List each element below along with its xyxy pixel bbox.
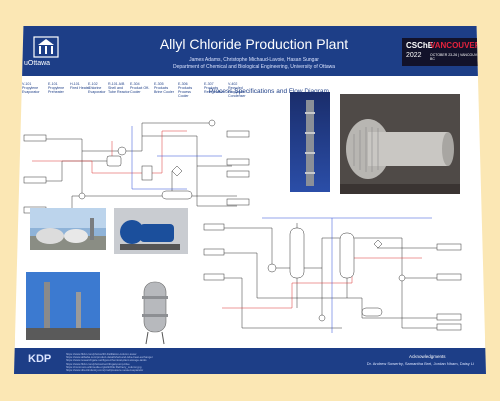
university-logo-icon (28, 33, 64, 63)
equipment-name: Product Off-Cooler (130, 86, 150, 94)
equipment-code: E-304 (130, 82, 140, 86)
reference-item: https://www.flickr.com/photos/centrifuga… (66, 361, 130, 366)
equipment-code: R-101 A/B (108, 82, 125, 86)
conference-dates: OCTOBER 23-26 | VANCOUVER BC (430, 53, 482, 61)
conference-logo: CSChE 2022 VANCOUVER OCTOBER 23-26 | VAN… (402, 38, 482, 66)
distillation-column-photo (290, 92, 330, 192)
acknowledgments-names: Dr. Andrew Sowerby, Samantha Brei, Jorda… (366, 361, 474, 366)
equipment-code: V-402 (228, 82, 238, 86)
refinery-columns-photo (26, 272, 100, 340)
equipment-code: E-101 (48, 82, 58, 86)
pfd-title: Process Specifications and Flow Diagram (209, 88, 329, 95)
poster-authors: James Adams, Christophe Michaud-Lavoie, … (189, 57, 319, 63)
equipment-name: Products Brine Cooler (154, 86, 174, 94)
poster-title: Allyl Chloride Production Plant (159, 36, 349, 52)
lower-process-flow-diagram (203, 217, 462, 333)
upper-process-flow-diagram (23, 119, 250, 214)
reference-list: https://www.flickr.com/photos/30 distill… (66, 352, 246, 373)
equipment-name: Propylene Preheater (48, 86, 65, 94)
equipment-code: E-307 (204, 82, 214, 86)
poster-department: Department of Chemical and Biological En… (172, 64, 336, 70)
equipment-code: H-101 (70, 82, 80, 86)
equipment-name: Shell and Tube Reactor (108, 86, 130, 94)
reference-item: https://www.flickr.com/photos/30 distill… (66, 352, 137, 356)
centrifugal-pump-photo (114, 208, 188, 254)
equipment-code: E-102 (88, 82, 98, 86)
poster-header: uOttawa Allyl Chloride Production Plant … (14, 26, 486, 76)
conference-year: 2022 (406, 52, 422, 59)
footer-logo: KDP (28, 353, 52, 365)
reference-item: https://www.directindustry.com/prod/pres… (66, 368, 144, 373)
equipment-code: V-101 (22, 82, 32, 86)
storage-tanks-photo (30, 208, 106, 250)
reference-item: https://www.researchgate.net/figure/chem… (66, 358, 147, 363)
poster: uOttawa Allyl Chloride Production Plant … (14, 26, 486, 374)
equipment-name: Chlorine Evaporator (88, 86, 106, 94)
university-name: uOttawa (24, 60, 51, 67)
equipment-name: Fired Heater (70, 86, 90, 90)
pressure-vessel-photo (136, 276, 174, 346)
equipment-code: E-305 (154, 82, 164, 86)
equipment-code: E-306 (178, 82, 188, 86)
acknowledgments-title: Acknowledgments (409, 354, 446, 359)
heat-exchanger-photo (340, 94, 460, 194)
equipment-name: Products Refrigerator (204, 86, 223, 94)
conference-city: VANCOUVER (430, 41, 481, 50)
equipment-name: Propylene Evaporator (22, 86, 40, 94)
conference-acronym: CSChE (406, 41, 434, 50)
poster-footer: KDP https://www.flickr.com/photos/30 dis… (14, 348, 486, 374)
equipment-name: Recycled Propylene Condenser (228, 86, 246, 98)
reference-item: https://commons.wikimedia.org/wiki/File:… (66, 364, 142, 369)
equipment-name: Products Process Cooler (178, 86, 193, 98)
reference-item: https://www.alibaba.com/product-detail/s… (66, 355, 153, 360)
